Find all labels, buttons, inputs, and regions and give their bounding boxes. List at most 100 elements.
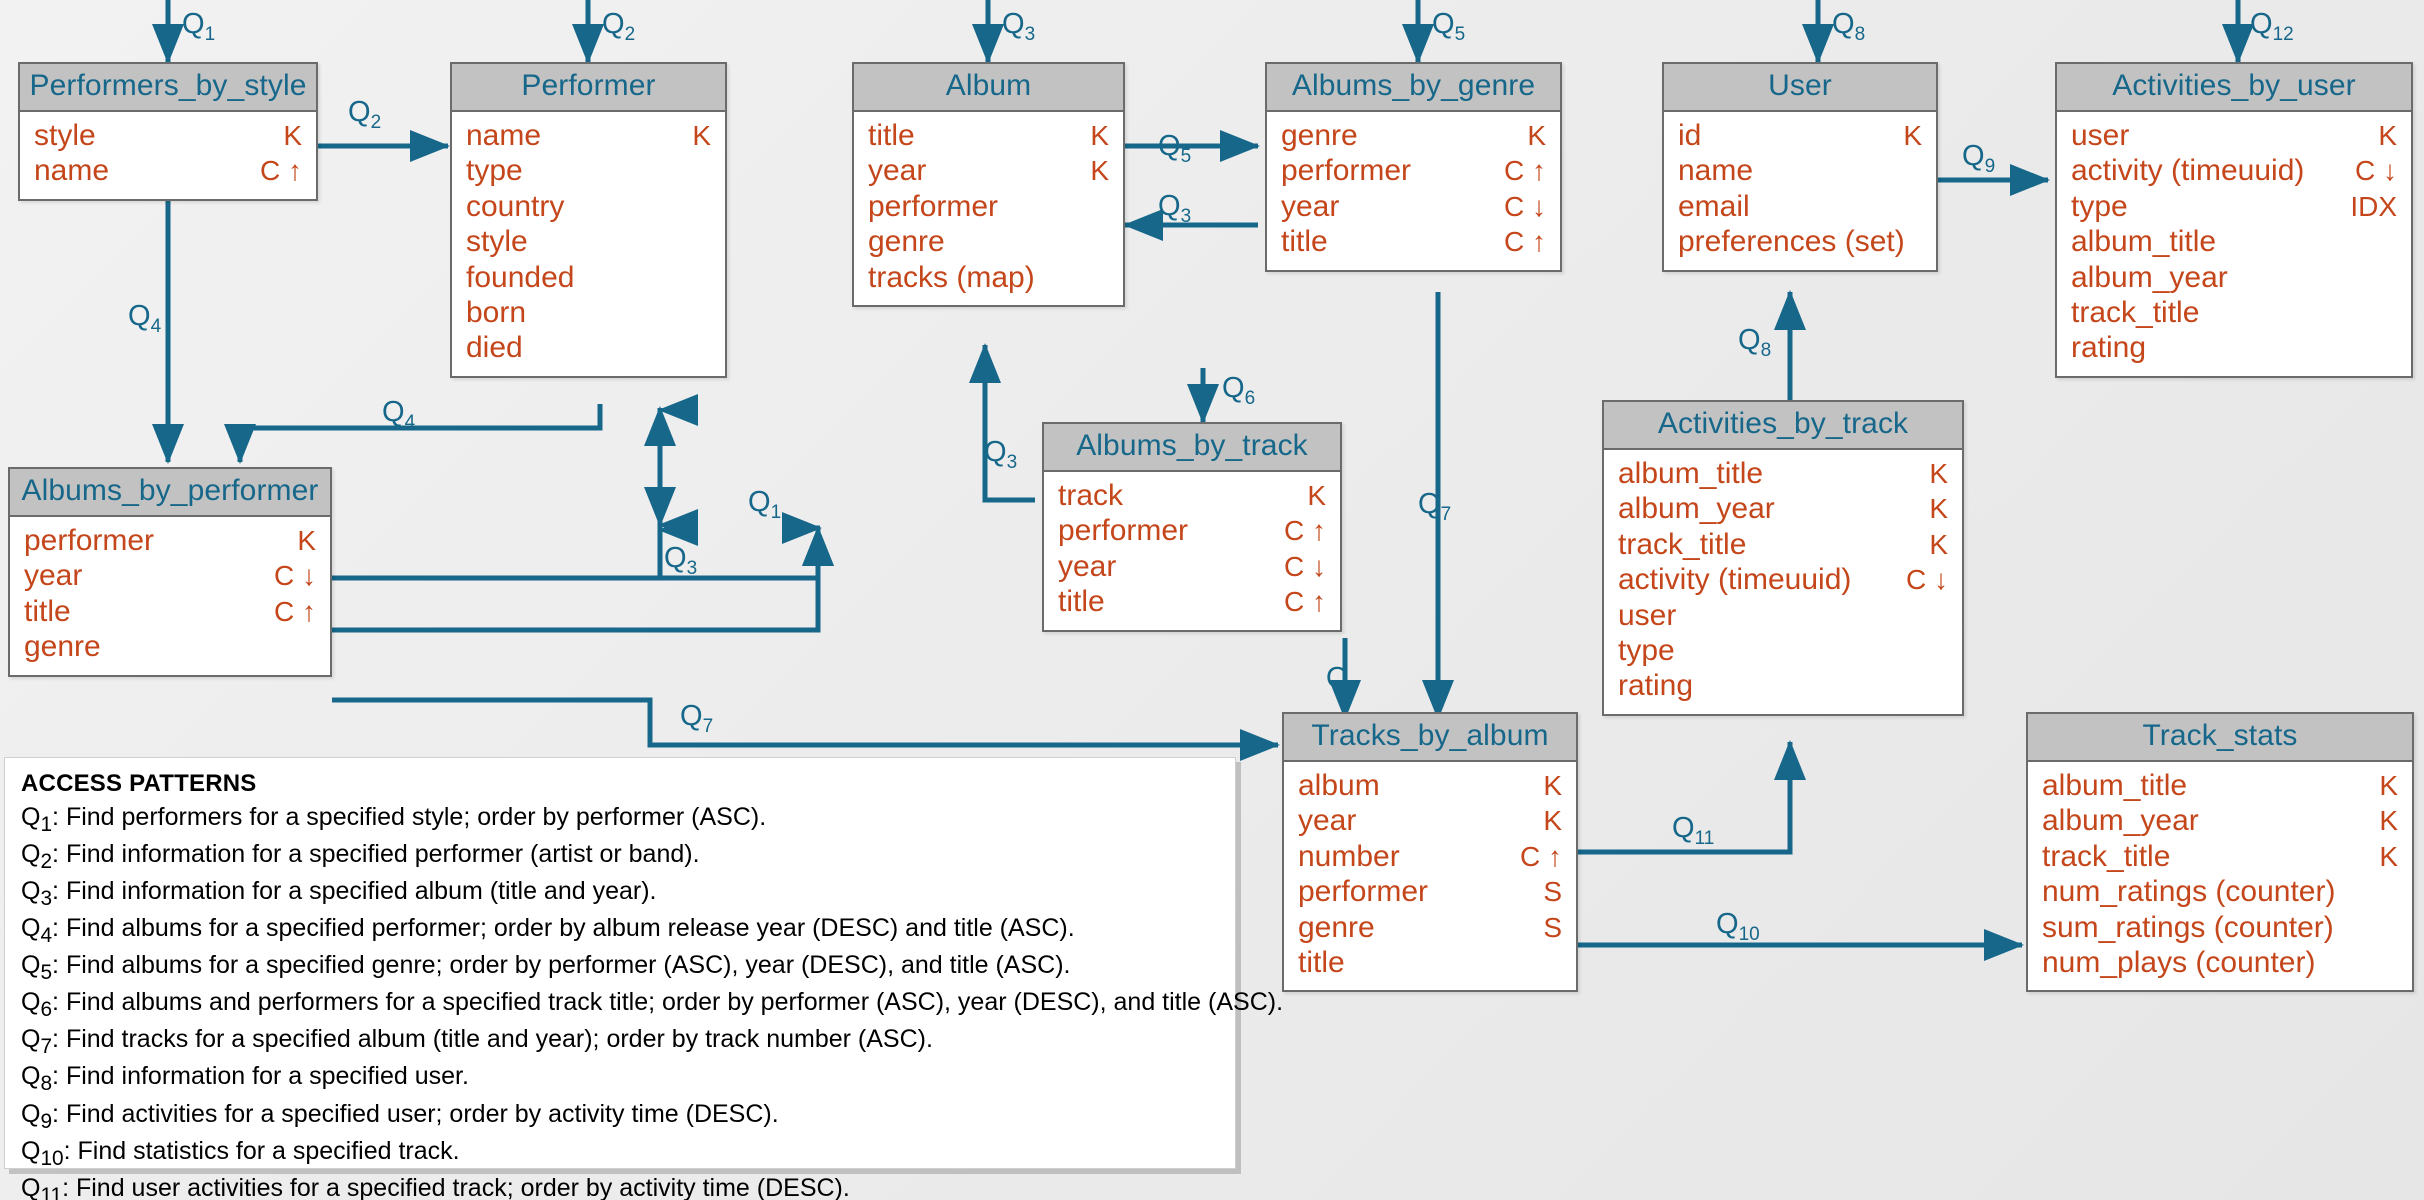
edge-label-q11: Q11 [1672,812,1715,849]
table-title: User [1664,64,1936,112]
pattern-sub: 7 [40,1035,53,1059]
pattern-text: : Find activities for a specified user; … [52,1099,779,1128]
table-row: title [1298,945,1562,980]
table-row: num_plays (counter) [2042,945,2398,980]
access-pattern-item: Q2: Find information for a specified per… [21,838,1219,875]
field-key: C ↓ [1906,564,1948,596]
field-key: K [1543,770,1562,801]
field-key: IDX [2350,190,2397,222]
table-title: Albums_by_genre [1267,64,1560,112]
table-row: country [466,189,711,224]
table-row: name [1678,153,1922,188]
edge-label-q1-mid: Q1 [748,486,782,523]
field-name: title [1281,225,1328,259]
field-key: C ↑ [1504,226,1546,258]
edge-label-q8-top: Q8 [1832,8,1866,45]
field-key: K [2379,770,2398,801]
table-row: name C ↑ [34,153,302,188]
table-row: activity (timeuuid)C ↓ [1618,562,1948,597]
table-row: died [466,330,711,365]
field-name: album_title [2042,769,2188,802]
pattern-text: : Find albums for a specified performer;… [52,914,1075,943]
field-name: genre [868,225,945,259]
edge-label-q8-user: Q8 [1738,324,1772,361]
pattern-text: : Find performers for a specified style;… [52,803,767,831]
access-pattern-item: Q8: Find information for a specified use… [21,1060,1219,1097]
field-name: name [1678,154,1754,188]
field-name: email [1678,189,1750,223]
table-title: Track_stats [2028,714,2412,762]
field-name: title [868,119,915,152]
field-name: rating [1618,669,1694,703]
field-name: track_title [2042,839,2171,873]
field-name: genre [24,630,101,664]
table-row: performer [868,189,1109,224]
table-row: album_year [2071,260,2397,295]
access-pattern-item: Q4: Find albums for a specified performe… [21,912,1219,949]
access-pattern-item: Q6: Find albums and performers for a spe… [21,986,1283,1023]
field-key: K [1527,120,1546,151]
table-row: preferences (set) [1678,224,1922,259]
pattern-sub: 10 [40,1146,64,1170]
table-row: email [1678,189,1922,224]
field-name: album_title [2071,225,2217,259]
field-key: K [692,120,711,151]
field-key: K [1929,528,1948,560]
access-pattern-item: Q1: Find performers for a specified styl… [21,801,1219,838]
edge-label-q2-top: Q2 [602,8,636,45]
edge-label-q7-genre: Q7 [1418,488,1452,525]
table-title: Album [854,64,1123,112]
field-name: born [466,295,527,329]
field-name: title [1058,585,1105,619]
field-name: name [34,154,110,188]
access-pattern-item: Q7: Find tracks for a specified album (t… [21,1023,1219,1060]
pattern-sub: 2 [40,850,53,874]
field-name: title [24,594,71,628]
field-name: performer [24,524,155,557]
pattern-text: : Find information for a specified perfo… [52,840,700,869]
edge-label-q3-album: Q3 [984,436,1018,473]
access-patterns-title: ACCESS PATTERNS [21,770,257,797]
pattern-id: Q [21,951,41,980]
edge-label-q7-perf: Q7 [680,700,714,737]
table-row: genre [24,629,316,664]
field-key: C ↑ [1284,515,1326,547]
field-name: num_plays (counter) [2042,945,2316,979]
field-key: K [297,525,316,556]
table-row: tracks (map) [868,260,1109,295]
table-row: type [1618,633,1948,668]
pattern-sub: 9 [40,1109,53,1133]
access-pattern-item: Q11: Find user activities for a specifie… [21,1172,1219,1200]
field-name: died [466,331,523,365]
field-name: tracks (map) [868,260,1035,294]
field-name: year [1281,189,1340,223]
edge-label-q2-right: Q2 [348,96,382,133]
field-name: year [1058,549,1117,583]
edge-label-q3-top: Q3 [1002,8,1036,45]
table-performers-by-style[interactable]: Performers_by_style style K name C ↑ [18,62,318,201]
field-name: track [1058,479,1124,512]
table-title: Performer [452,64,725,112]
